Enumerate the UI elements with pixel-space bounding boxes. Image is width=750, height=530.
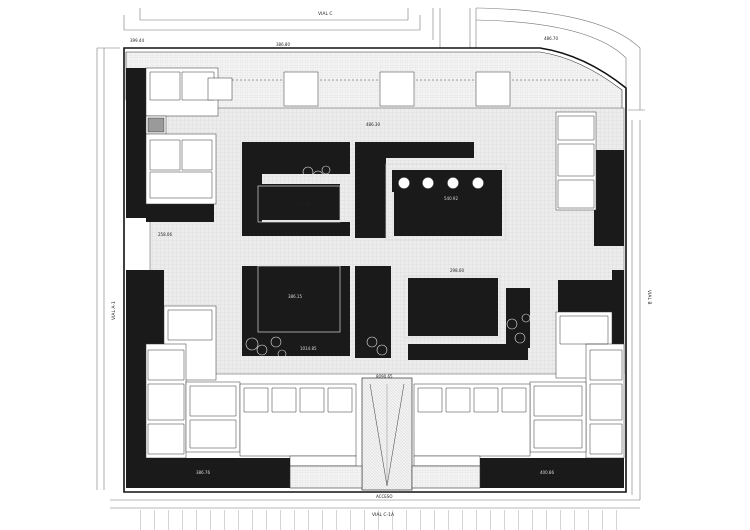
nw-dim-label: 399.44: [130, 38, 144, 43]
entrance-ramp: [361, 377, 413, 491]
north-street-label: VIAL C: [318, 11, 333, 17]
court-tl-label: 621.80: [297, 202, 311, 207]
north-units: [207, 71, 511, 107]
plaza-area-label: 486.30: [366, 122, 380, 127]
nw-building: [145, 67, 219, 205]
court-br-label: 298.00: [450, 268, 464, 273]
se-area-label: 400.86: [540, 470, 554, 475]
entry-label: ACCESO: [376, 494, 392, 499]
ne-building: [555, 111, 597, 211]
tree-symbols: [245, 165, 531, 359]
court-bottom-label: 1014.85: [300, 346, 317, 351]
south-dark-bands: [126, 458, 624, 488]
west-street-label: VIAL A-1: [111, 301, 117, 320]
east-street-label: VIAL B: [646, 290, 652, 305]
ne-dim-label: 486.70: [544, 36, 558, 41]
court-tr-label: 540.92: [444, 196, 458, 201]
south-area-label: 8090.65: [376, 374, 393, 379]
court-bl-label: 386.15: [288, 294, 302, 299]
south-inner-blocks: [239, 383, 531, 467]
court-t-label: 454.28: [284, 232, 298, 237]
south-parking: [128, 510, 628, 530]
sw-area-label: 386.76: [196, 470, 210, 475]
courtyard-outlines: [257, 163, 507, 339]
west-area-label: 258.06: [158, 232, 172, 237]
street-lines: [96, 7, 645, 509]
south-street-label: VIAL C-1A: [372, 512, 395, 518]
pavilion-row: [392, 170, 492, 192]
north-dim-label: 386.80: [276, 42, 290, 47]
